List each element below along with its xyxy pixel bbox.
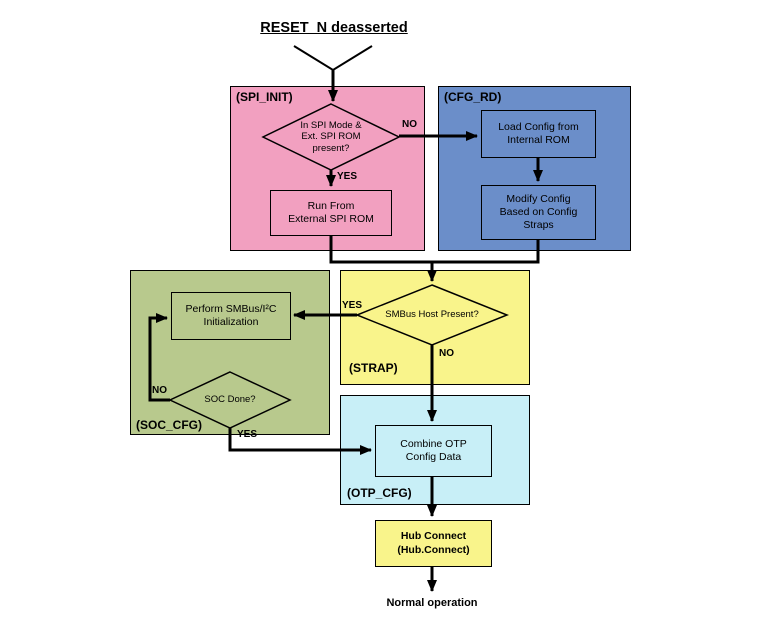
spi-yes-label: YES	[337, 171, 358, 182]
page-title: RESET_N deasserted	[260, 20, 408, 36]
connector-merge-to-smbus-decision	[329, 236, 437, 282]
normal-operation-text: Normal operation	[386, 597, 478, 609]
smbus-no-label: NO	[439, 348, 454, 359]
cfg-rd-label: (CFG_RD)	[444, 90, 502, 104]
cfg-rd-region	[438, 86, 631, 251]
modify-config-box: Modify Config Based on Config Straps	[481, 185, 596, 240]
smbus-decision-diamond	[354, 284, 510, 346]
soc-done-diamond	[168, 371, 292, 429]
otp-cfg-label: (OTP_CFG)	[347, 486, 412, 500]
soc-done-text: SOC Done?	[204, 394, 256, 406]
smbus-yes-label: YES	[342, 300, 363, 311]
perform-smbus-box: Perform SMBus/I²C Initialization	[171, 292, 291, 340]
connector-modify-to-merge	[430, 240, 540, 264]
load-config-box: Load Config from Internal ROM	[481, 110, 596, 158]
strap-label: (STRAP)	[349, 361, 398, 375]
soc-no-label: NO	[152, 385, 167, 396]
reset-merge-chevron	[293, 45, 373, 72]
smbus-decision-text: SMBus Host Present?	[385, 309, 479, 321]
connector-soc-yes-to-combine	[228, 428, 372, 455]
soc-cfg-label: (SOC_CFG)	[136, 418, 202, 432]
soc-yes-label: YES	[237, 429, 258, 440]
hub-connect-box: Hub Connect (Hub.Connect)	[375, 520, 492, 567]
connector-soc-no-loop	[148, 313, 170, 402]
spi-no-label: NO	[402, 119, 417, 130]
run-from-rom-box: Run From External SPI ROM	[270, 190, 392, 236]
spi-init-label: (SPI_INIT)	[236, 90, 293, 104]
combine-otp-box: Combine OTP Config Data	[375, 425, 492, 477]
spi-decision-diamond	[261, 103, 401, 171]
spi-decision-text: In SPI Mode & Ext. SPI ROM present?	[300, 119, 362, 154]
